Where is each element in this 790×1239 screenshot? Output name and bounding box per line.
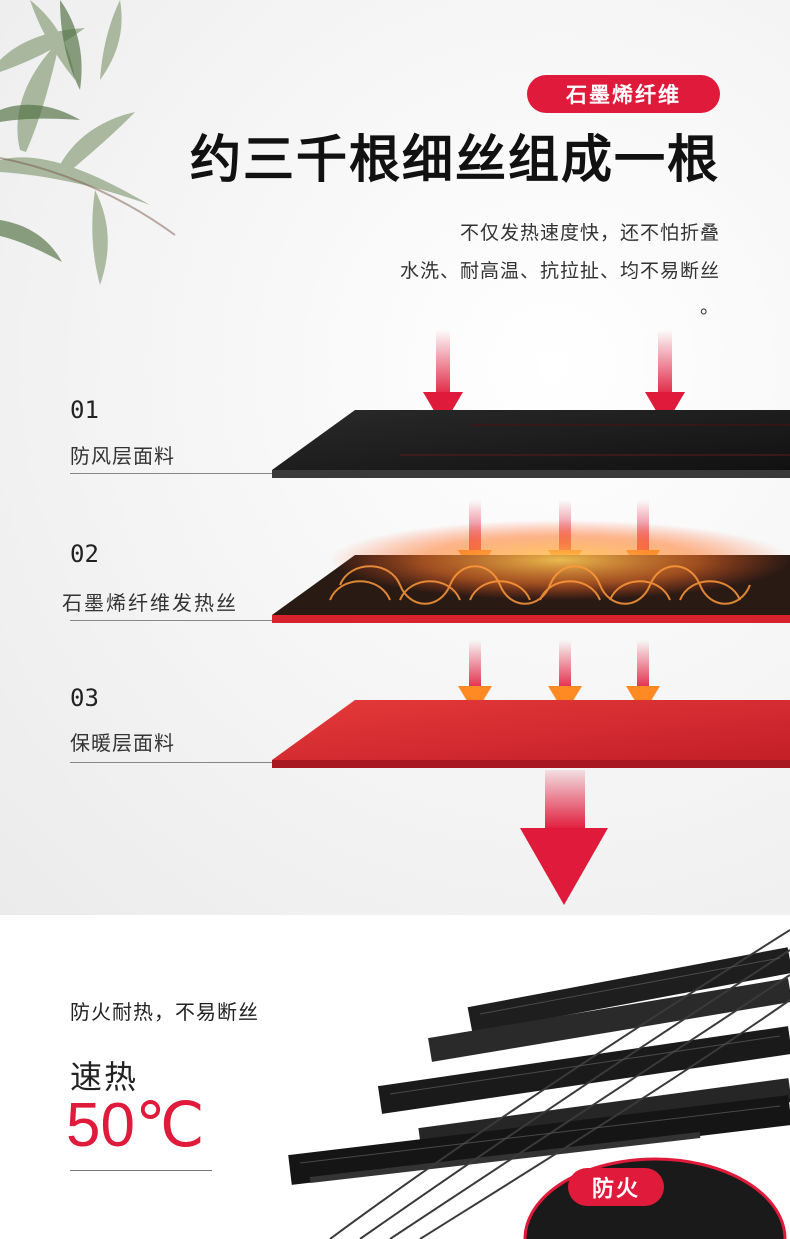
- arrow-set-1: [423, 330, 685, 426]
- layer-3-label: 保暖层面料: [70, 731, 175, 755]
- temperature-underline: [70, 1170, 212, 1171]
- layer-2-number: 02: [70, 540, 99, 568]
- heating-wire-layer-sheet: [272, 520, 790, 623]
- layer-2-label: 石墨烯纤维发热丝: [62, 591, 238, 615]
- layer-2-underline: [70, 620, 272, 621]
- windproof-layer-sheet: [272, 410, 790, 478]
- plant-leaves-decoration: [0, 0, 176, 285]
- layer-illustration: [272, 330, 790, 905]
- graphene-fiber-badge: 石墨烯纤维: [527, 75, 720, 113]
- fireproof-badge: 防火: [568, 1168, 664, 1206]
- temperature-value: 50℃: [66, 1091, 205, 1160]
- layer-1-label: 防风层面料: [70, 444, 175, 468]
- layer-3-number: 03: [70, 684, 99, 712]
- warm-layer-sheet: [272, 700, 790, 768]
- description-line-2: 水洗、耐高温、抗拉扯、均不易断丝: [399, 260, 720, 282]
- layer-1-number: 01: [70, 396, 99, 424]
- layer-1-underline: [70, 473, 272, 474]
- description-line-3: 。: [699, 296, 720, 318]
- big-down-arrow: [520, 770, 608, 905]
- fireproof-description: 防火耐热，不易断丝: [70, 1000, 259, 1024]
- description-line-1: 不仅发热速度快，还不怕折叠: [459, 222, 720, 244]
- page-headline: 约三千根细丝组成一根: [189, 131, 720, 190]
- layer-3-underline: [70, 762, 272, 763]
- speed-heat-label: 速热: [70, 1058, 139, 1096]
